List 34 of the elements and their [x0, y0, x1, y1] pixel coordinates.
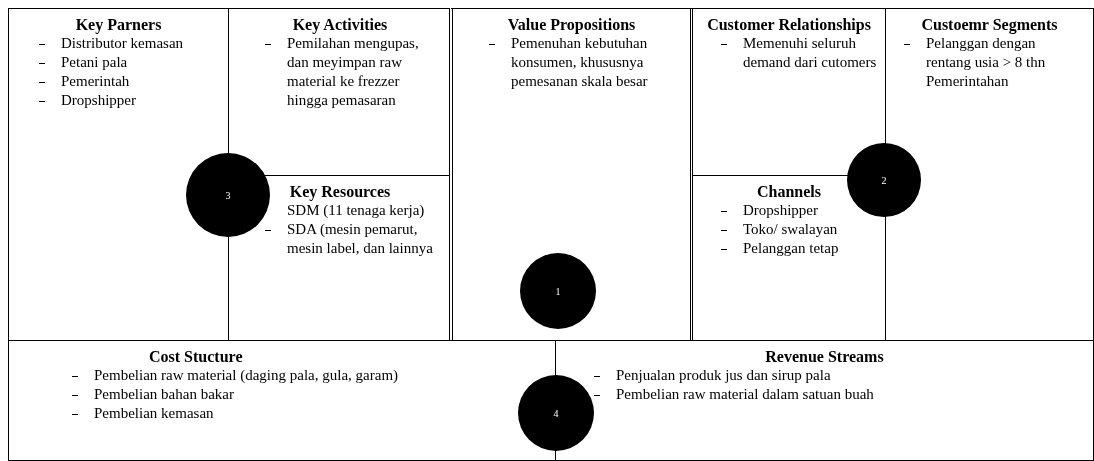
numbered-circle: 1: [520, 253, 596, 329]
block-heading: Custoemr Segments: [920, 15, 1059, 34]
block-heading: Cost Stucture: [149, 347, 244, 366]
list-item: Pembelian raw material (daging pala, gula, garam): [94, 366, 400, 385]
block-heading: Key Activities: [291, 15, 389, 34]
block-heading: Key Parners: [74, 15, 163, 34]
list-item: Dropshipper: [743, 201, 819, 220]
list-item: Pelanggan tetap: [743, 239, 840, 258]
list-item: Pembelian bahan bakar: [94, 385, 235, 404]
list-item: Toko/ swalayan: [743, 220, 839, 239]
canvas-block: [692, 8, 886, 176]
list-item: Pemilahan mengupas, dan meyimpan raw material ke frezzer hingga pemasaran: [287, 34, 420, 110]
list-item: Penjualan produk jus dan sirup pala: [616, 366, 832, 385]
block-heading: Channels: [756, 182, 822, 201]
canvas-block: [8, 8, 229, 341]
block-heading: Value Propositions: [506, 15, 637, 34]
list-item: Pemerintah: [61, 72, 131, 91]
list-item: Dropshipper: [61, 91, 137, 110]
list-item: Pemenuhan kebutuhan konsumen, khususnya pemesanan skala besar: [511, 34, 649, 91]
list-item: Pembelian raw material dalam satuan buah: [616, 385, 875, 404]
list-item: SDM (11 tenaga kerja): [287, 201, 426, 220]
block-heading: Revenue Streams: [764, 347, 885, 366]
list-item: Memenuhi seluruh demand dari cutomers: [743, 34, 878, 72]
list-item: SDA (mesin pemarut, mesin label, dan lainnya: [287, 220, 434, 258]
list-item: Pembelian kemasan: [94, 404, 215, 423]
canvas-block: [885, 8, 1094, 341]
list-item: Distributor kemasan: [61, 34, 185, 53]
block-heading: Customer Relationships: [706, 15, 872, 34]
list-item: Pelanggan dengan rentang usia > 8 thn: [926, 34, 1047, 72]
list-item: Pemerintahan: [926, 72, 1010, 91]
canvas-block: [449, 8, 694, 341]
block-heading: Key Resources: [288, 182, 392, 201]
canvas-block: [555, 340, 1094, 461]
list-item: Petani pala: [61, 53, 129, 72]
